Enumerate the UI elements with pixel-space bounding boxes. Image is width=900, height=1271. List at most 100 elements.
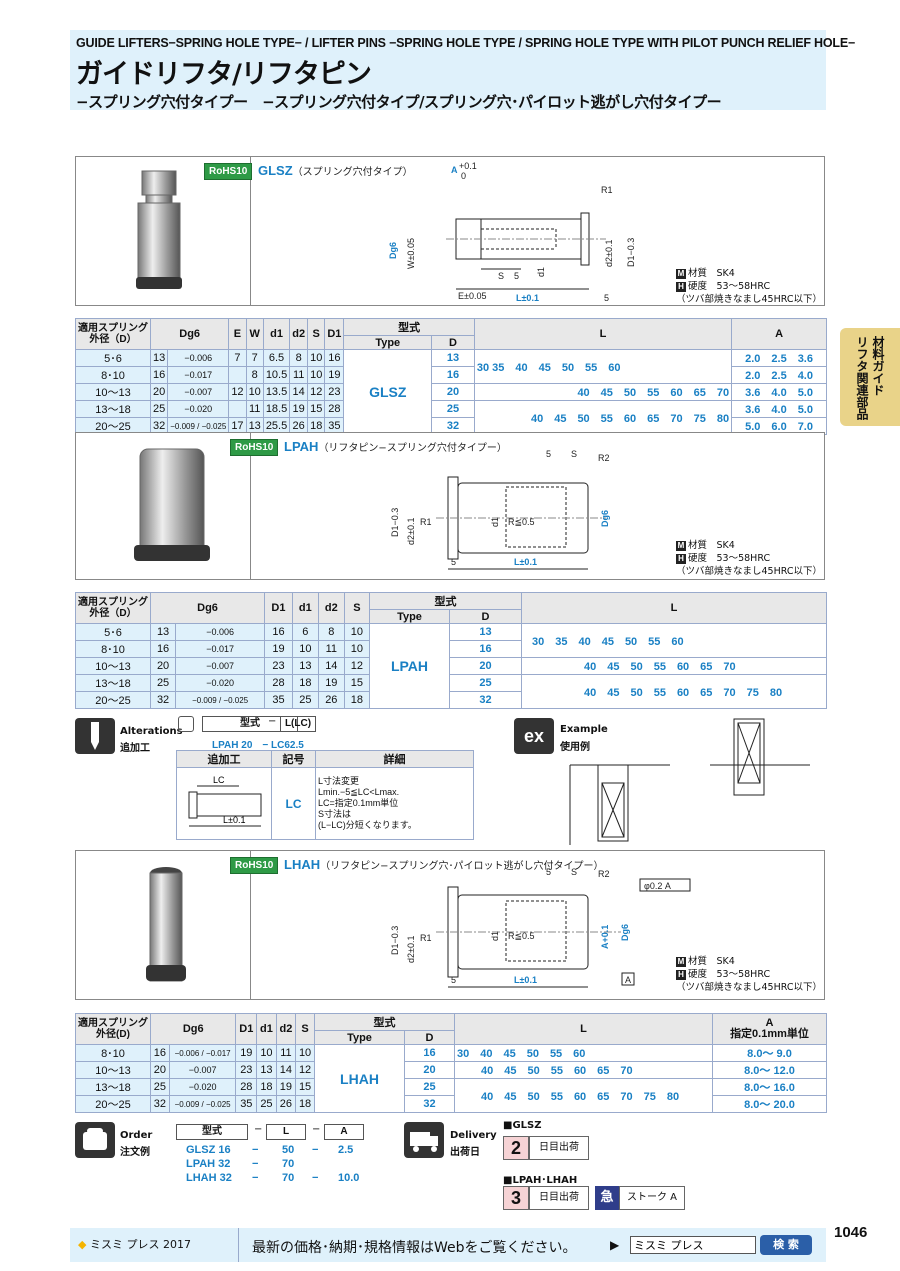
glsz-rohs-badge: RoHS10	[204, 163, 253, 180]
alt-lc-drawing: LC L±0.1	[188, 775, 262, 827]
order-rows: GLSZ 16−50−2.5 LPAH 32−70 LHAH 32−70−10.…	[186, 1144, 360, 1184]
arrow-right-icon: ▶	[610, 1238, 620, 1252]
lhah-type-cell: LHAH	[314, 1044, 405, 1113]
example-drawings	[569, 718, 810, 845]
svg-text:R2: R2	[598, 869, 610, 879]
order-label-ja: 注文例	[120, 1147, 150, 1158]
alterations-label-ja: 追加工	[120, 743, 150, 754]
glsz-th-d1: d1	[262, 318, 291, 350]
svg-text:A: A	[451, 165, 458, 175]
alterations-drill-icon	[75, 718, 115, 754]
delivery-lp-label: ■LPAH･LHAH	[503, 1175, 578, 1186]
footer-bar: ◆ ミスミ プレス 2017 最新の価格･納期･規格情報はWebをご覧ください。…	[70, 1228, 826, 1262]
svg-text:S: S	[498, 271, 504, 281]
svg-text:W±0.05: W±0.05	[406, 238, 416, 269]
glsz-th-l: L	[473, 318, 733, 350]
svg-text:d1: d1	[536, 267, 546, 277]
glsz-photo	[76, 157, 251, 305]
alt-code-lc: LC	[271, 767, 316, 840]
svg-text:5: 5	[514, 271, 519, 281]
footer-message: 最新の価格･納期･規格情報はWebをご覧ください。	[252, 1240, 577, 1256]
svg-text:R1: R1	[420, 933, 432, 943]
page-number: 1046	[834, 1224, 868, 1241]
phone-icon	[178, 716, 194, 732]
lhah-drawing: 5 S R2 φ0.2 A D1−0.3 d2±0.1 R1 d1 R≦0.5 …	[390, 867, 691, 988]
alterations-table: 追加工記号詳細 LC L±0.1 LC L寸法変更 Lmin.−5≦LC<Lma…	[176, 750, 474, 840]
svg-text:5: 5	[604, 293, 609, 303]
svg-text:d1: d1	[490, 931, 500, 941]
svg-text:Dg6: Dg6	[600, 510, 610, 527]
svg-text:L±0.1: L±0.1	[514, 557, 537, 567]
svg-text:D1−0.3: D1−0.3	[390, 926, 400, 955]
side-tab-line1: 材料ガイド	[871, 336, 885, 396]
example-label-en: Example	[560, 724, 608, 735]
lpah-rohs-badge: RoHS10	[230, 439, 279, 456]
page-header: GUIDE LIFTERS−SPRING HOLE TYPE− / LIFTER…	[70, 30, 855, 111]
svg-text:LC: LC	[213, 775, 225, 785]
footer-search-input[interactable]	[630, 1236, 756, 1254]
svg-text:R≦0.5: R≦0.5	[508, 931, 535, 941]
lpah-table: 適用スプリング外径（D） Dg6 D1 d1 d2 S 型式 L Type D …	[75, 592, 827, 709]
delivery-lp-text: 日目出荷	[529, 1186, 589, 1210]
order-label-en: Order	[120, 1130, 153, 1141]
glsz-th-s: S	[307, 318, 326, 350]
svg-text:S: S	[571, 449, 577, 459]
svg-text:L±0.1: L±0.1	[514, 975, 537, 985]
lpah-photo	[76, 433, 251, 579]
glsz-type-cell: GLSZ	[343, 349, 433, 435]
svg-text:D1−0.3: D1−0.3	[390, 508, 400, 537]
svg-text:d2±0.1: d2±0.1	[406, 518, 416, 545]
glsz-th-type-en: Type	[343, 335, 433, 350]
lpah-panel: RoHS10 LPAH（リフタピン−スプリング穴付タイプー） 5 S R2 D1…	[75, 432, 825, 580]
svg-text:+0.1: +0.1	[459, 161, 477, 171]
svg-text:A+0.1: A+0.1	[600, 925, 610, 949]
order-h-dash1: −	[254, 1124, 263, 1135]
express-icon: 急	[595, 1186, 619, 1210]
delivery-glsz-days: 2	[503, 1136, 529, 1160]
alt-code-example: LPAH 20 − LC62.5	[212, 740, 304, 751]
order-phone-icon	[75, 1122, 115, 1158]
alterations-label-en: Alterations	[120, 726, 183, 737]
svg-text:5: 5	[546, 449, 551, 459]
glsz-photo-image	[136, 170, 182, 289]
lpah-type-cell: LPAH	[369, 623, 450, 709]
svg-text:L±0.1: L±0.1	[516, 293, 539, 303]
lhah-rohs-badge: RoHS10	[230, 857, 279, 874]
svg-text:d1: d1	[490, 517, 500, 527]
header-ja-subtitle: −スプリング穴付タイプー −スプリング穴付タイプ/スプリング穴･パイロット逃がし…	[76, 93, 722, 111]
lpah-th-spring: 適用スプリング外径（D）	[75, 592, 151, 624]
order-h-l: L	[266, 1124, 306, 1140]
footer-search-button[interactable]: 検 索	[760, 1235, 812, 1255]
svg-text:d2±0.1: d2±0.1	[406, 936, 416, 963]
delivery-glsz-label: ■GLSZ	[503, 1120, 542, 1131]
svg-text:R≦0.5: R≦0.5	[508, 517, 535, 527]
svg-text:L±0.1: L±0.1	[223, 815, 245, 825]
lhah-photo	[76, 851, 251, 999]
glsz-th-dg6: Dg6	[149, 318, 230, 350]
side-tab[interactable]: 材料ガイド リフタ関連部品	[840, 328, 900, 426]
glsz-th-a: A	[731, 318, 827, 350]
svg-text:R1: R1	[420, 517, 432, 527]
order-h-type: 型式	[176, 1124, 248, 1140]
glsz-panel: RoHS10 GLSZ（スプリング穴付タイプ） A +0.1 0 R1 Dg6 …	[75, 156, 825, 306]
example-ex-icon: ex	[514, 718, 554, 754]
svg-text:R2: R2	[598, 453, 610, 463]
delivery-truck-icon	[404, 1122, 444, 1158]
svg-text:R1: R1	[601, 185, 613, 195]
order-h-a: A	[324, 1124, 364, 1140]
lpah-photo-image	[134, 448, 210, 561]
svg-text:d2±0.1: d2±0.1	[604, 240, 614, 267]
glsz-th-d: D	[431, 335, 475, 350]
svg-text:Dg6: Dg6	[620, 924, 630, 941]
